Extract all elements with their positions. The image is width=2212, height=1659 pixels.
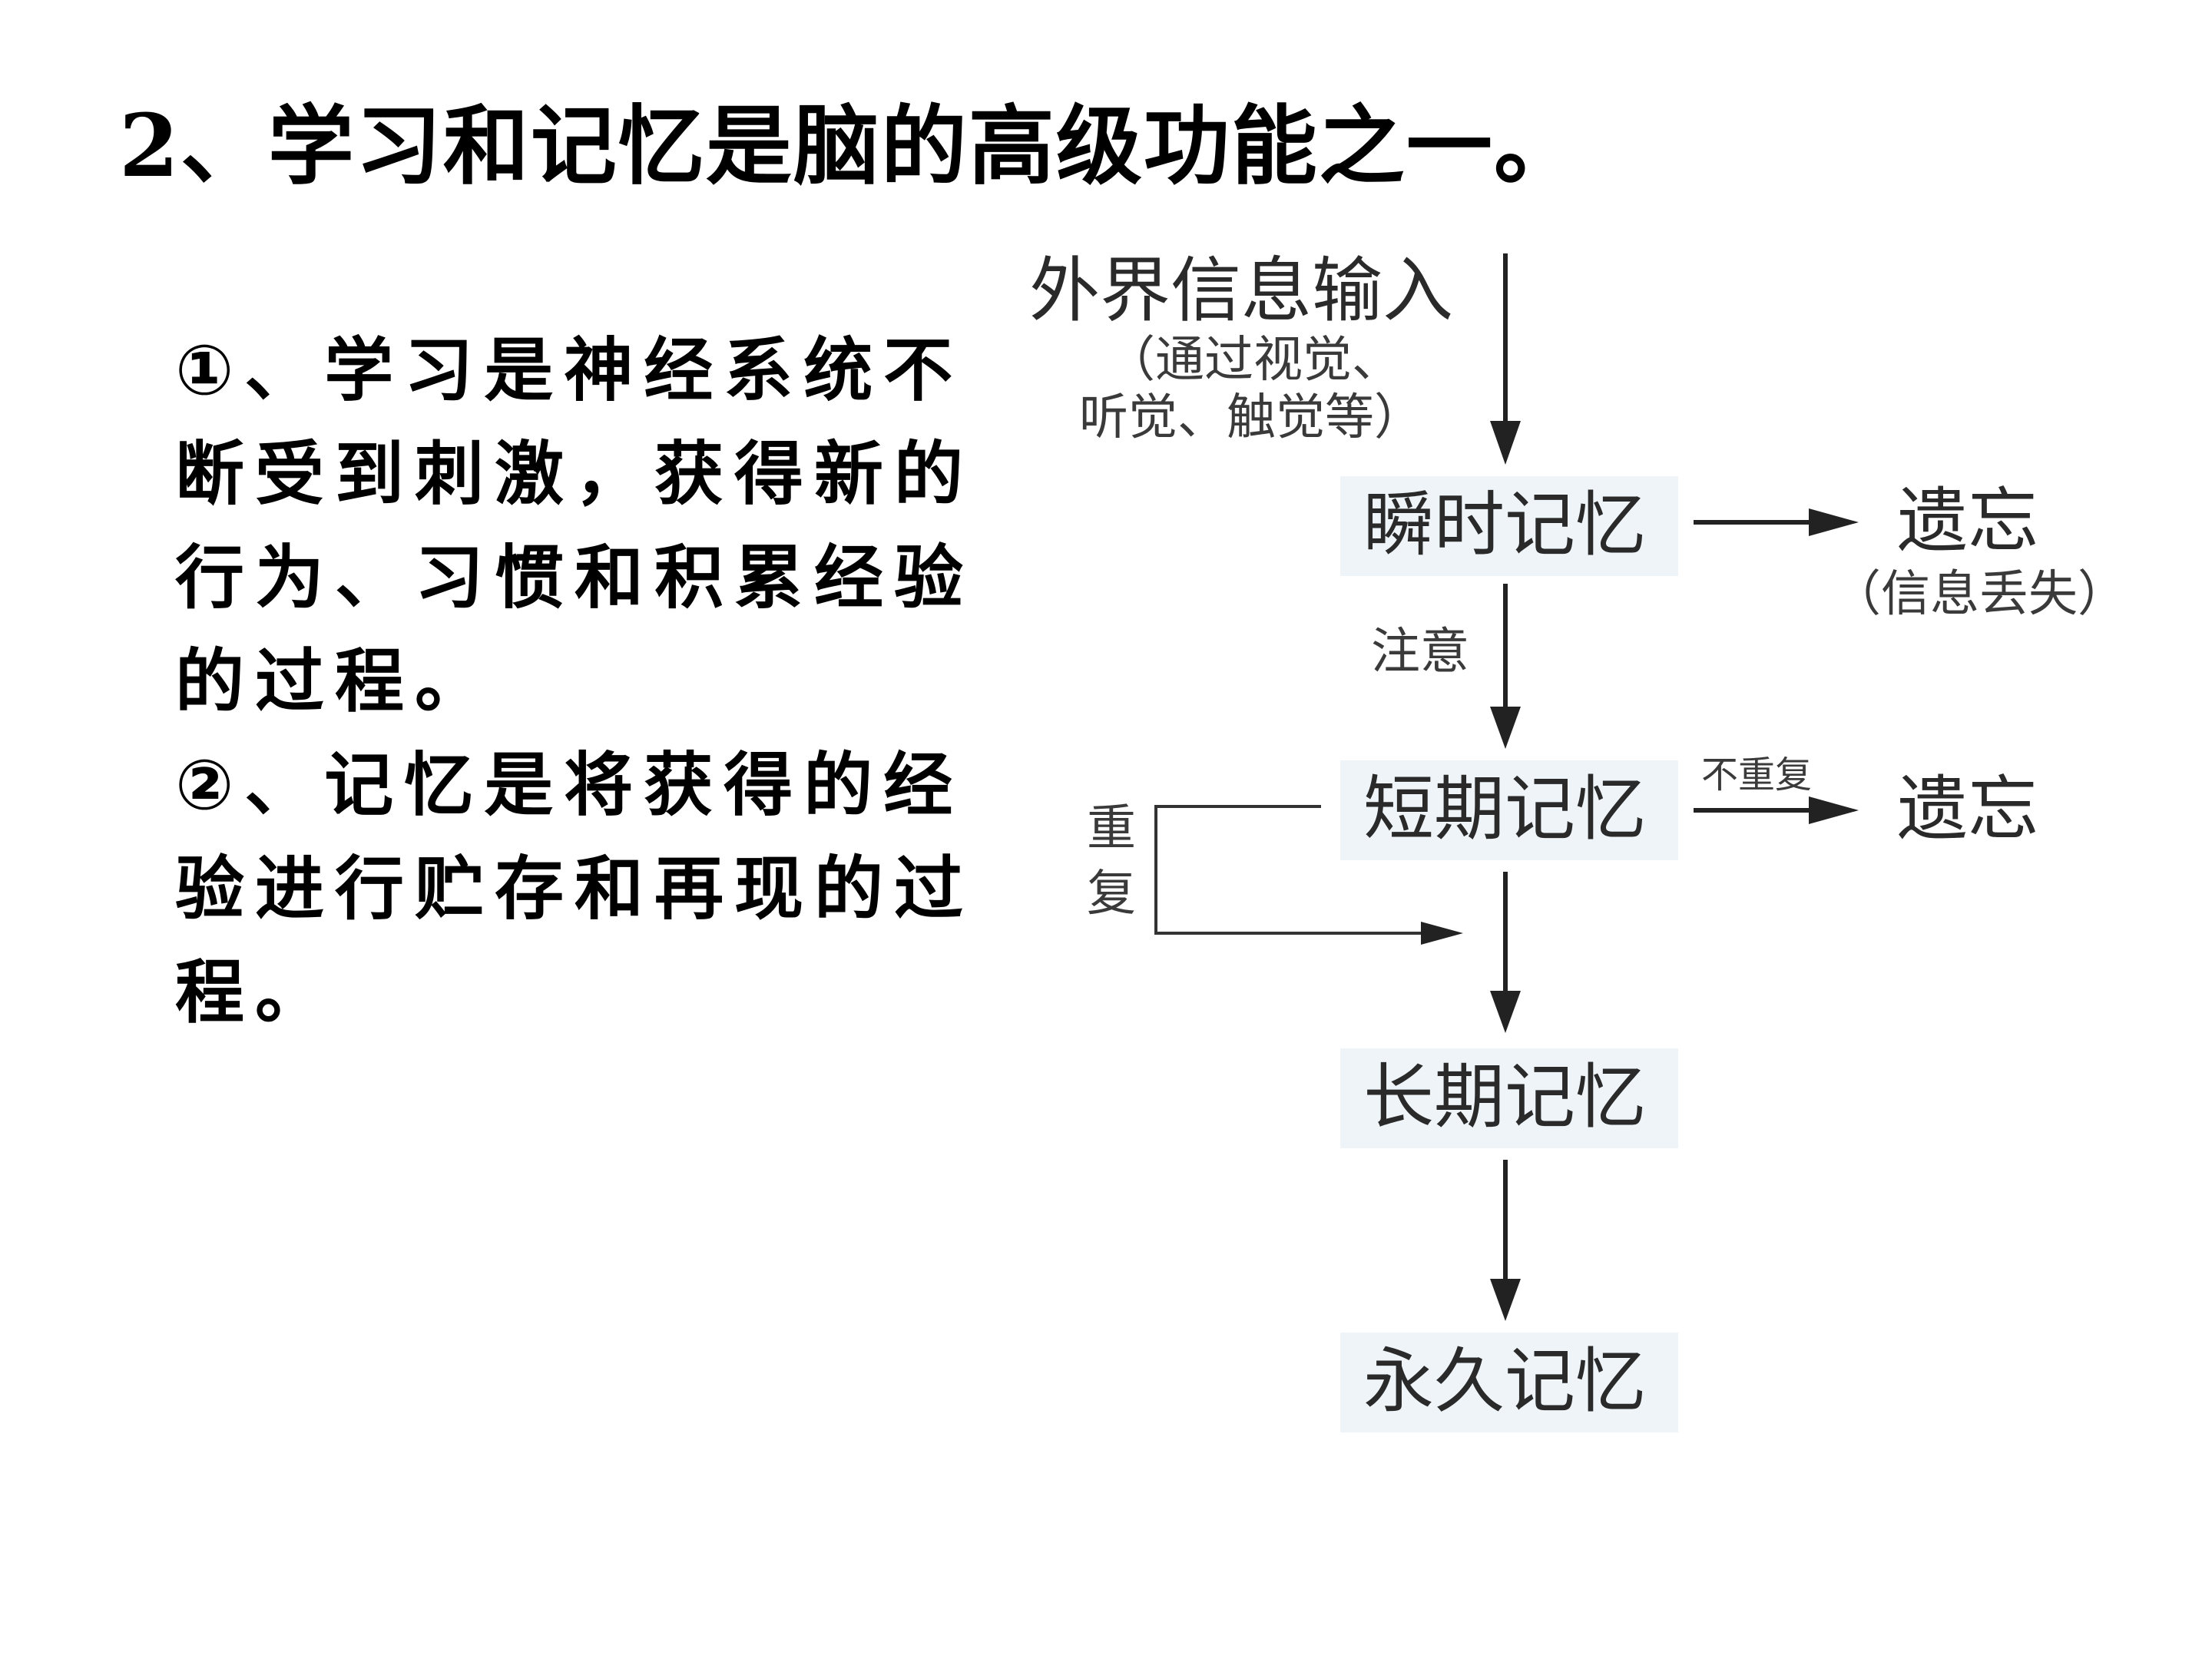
arrowhead-sensory [1490,707,1521,749]
input-note-line2: 听觉、触觉等） [1079,389,1423,446]
repeat-loop-line [1154,805,1429,935]
permanent-memory-label: 永久记忆 [1363,1340,1646,1422]
short-term-memory-box [1340,760,1678,860]
arrowhead-long [1490,1279,1521,1321]
repeat-label-2: 复 [1087,866,1136,922]
slide-title: 2、学习和记忆是脑的高级功能之一。 [119,96,1581,197]
long-term-memory-box [1340,1048,1678,1148]
body-text: ①、学习是神经系统不断受到刺激，获得新的行为、习惯和积累经验的过程。 ②、记忆是… [175,319,974,1045]
forget-label-2: 遗忘 [1897,768,2038,850]
sensory-memory-label: 瞬时记忆 [1363,484,1646,566]
input-label: 外界信息输入 [1029,250,1453,332]
paragraph-learning: ①、学习是神经系统不断受到刺激，获得新的行为、习惯和积累经验的过程。 [175,330,974,722]
permanent-memory-box [1340,1333,1678,1432]
input-note-line1: （通过视觉、 [1106,332,1401,389]
arrowhead-input [1490,421,1521,465]
sensory-memory-box [1340,476,1678,576]
repeat-label-1: 重 [1087,800,1136,857]
attention-label: 注意 [1371,624,1469,680]
long-term-memory-label: 长期记忆 [1363,1056,1646,1138]
paragraph-memory: ②、记忆是将获得的经验进行贮存和再现的过程。 [175,745,974,1033]
arrowhead-forget-1 [1809,508,1859,536]
forget-note-1: （信息丢失） [1832,566,2127,623]
short-term-memory-label: 短期记忆 [1363,768,1646,850]
no-repeat-label: 不重复 [1701,753,1812,796]
arrowhead-forget-2 [1809,796,1859,824]
arrowhead-short [1490,991,1521,1033]
forget-label-1: 遗忘 [1897,480,2038,562]
arrowhead-repeat [1421,922,1463,945]
